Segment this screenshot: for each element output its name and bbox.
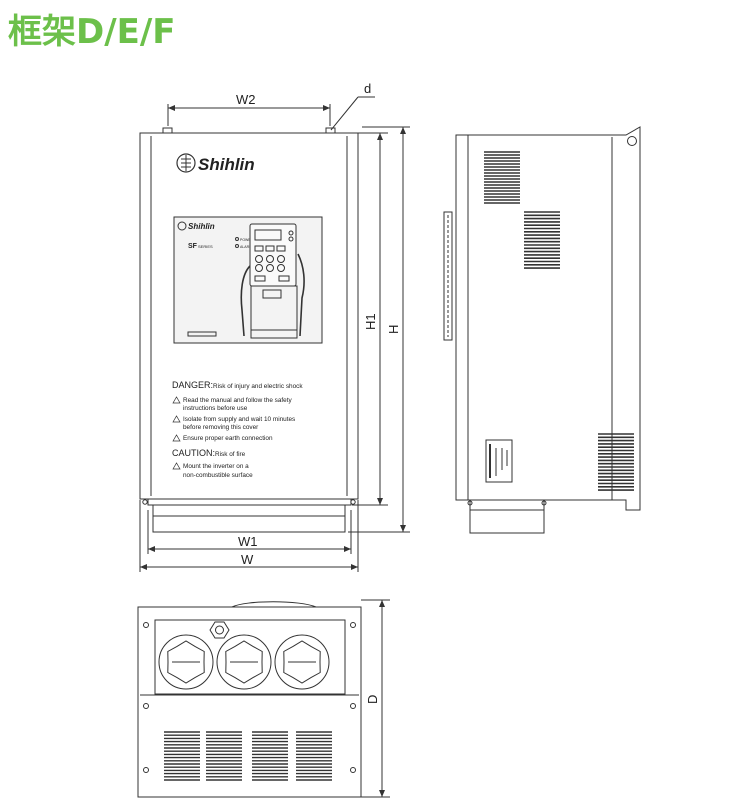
dimension-h: H [348, 126, 410, 533]
side-mount-hole [627, 136, 637, 146]
side-vent-top [484, 151, 520, 204]
logo-emblem-icon [176, 153, 196, 173]
svg-text:DANGER:Risk of injury and elec: DANGER:Risk of injury and electric shock [172, 380, 303, 390]
operation-panel: Shihlin SF SERIES POWER ALARM [173, 216, 323, 344]
led-power-label: POWER [240, 238, 254, 242]
dimension-w1-label: W1 [238, 534, 258, 549]
warning-triangle-icon [172, 462, 181, 470]
fan-hump [231, 601, 317, 608]
conduit-plate [154, 619, 346, 695]
caution-item: non-combustible surface [183, 472, 253, 479]
bottom-outline [137, 606, 362, 798]
dimension-w2-label: W2 [236, 92, 256, 107]
keypad-display [254, 229, 282, 241]
cable-knockouts [158, 634, 330, 690]
mounting-lug-right [325, 127, 336, 133]
dimension-d-small-label: d [364, 81, 371, 96]
danger-item: Ensure proper earth connection [183, 435, 273, 442]
panel-brand-name: Shihlin [188, 222, 215, 231]
bottom-base [152, 504, 346, 533]
side-view [443, 126, 641, 534]
brand-name: Shihlin [198, 155, 255, 174]
warning-label: DANGER:Risk of injury and electric shock… [172, 380, 303, 479]
warning-triangle-icon [172, 396, 181, 404]
dimension-w1: W1 [147, 510, 352, 554]
dimension-d-small: d [330, 81, 375, 131]
danger-text: Risk of injury and electric shock [213, 383, 303, 390]
cover-handle [240, 253, 305, 337]
dimension-w-label: W [241, 552, 254, 567]
dimension-h1: H1 [340, 132, 388, 506]
side-bottom-base [469, 499, 545, 534]
side-vent-bottom [598, 433, 634, 491]
mounting-lug-left [162, 127, 173, 133]
dimension-depth-label: D [365, 695, 380, 704]
front-view: Shihlin Shihlin SF SERIES POWER ALARM [139, 81, 410, 572]
keypad-buttons [254, 245, 290, 282]
danger-title: DANGER: [172, 380, 213, 390]
dimension-depth: D [361, 599, 390, 798]
page-title: 框架D/E/F [8, 12, 176, 52]
cable-gland-small [209, 621, 230, 639]
dimension-w: W [139, 500, 359, 572]
series-suffix: SERIES [198, 244, 213, 249]
side-vent-middle [524, 211, 560, 269]
danger-item: instructions before use [183, 405, 248, 412]
caution-item: Mount the inverter on a [183, 463, 249, 470]
dimension-h-label: H [386, 325, 401, 334]
led-alarm-label: ALARM [240, 245, 252, 249]
danger-item: Isolate from supply and wait 10 minutes [183, 416, 295, 423]
svg-text:CAUTION:Risk of fire: CAUTION:Risk of fire [172, 448, 246, 458]
nameplate [485, 439, 513, 483]
warning-triangle-icon [172, 434, 181, 442]
dimension-h1-label: H1 [363, 313, 378, 330]
danger-item: Read the manual and follow the safety [183, 397, 293, 404]
danger-item: before removing this cover [183, 424, 259, 431]
terminal-cover [250, 285, 298, 339]
caution-title: CAUTION: [172, 448, 215, 458]
series-label: SF [188, 243, 198, 250]
dimension-w2: W2 [167, 92, 331, 126]
warning-triangle-icon [172, 415, 181, 423]
caution-list: Mount the inverter on a non-combustible … [172, 462, 253, 479]
caution-text: Risk of fire [215, 451, 246, 458]
danger-list: Read the manual and follow the safety in… [172, 396, 295, 442]
bottom-vents [164, 731, 332, 781]
shihlin-logo: Shihlin [176, 153, 255, 174]
bottom-view: D [137, 599, 390, 798]
